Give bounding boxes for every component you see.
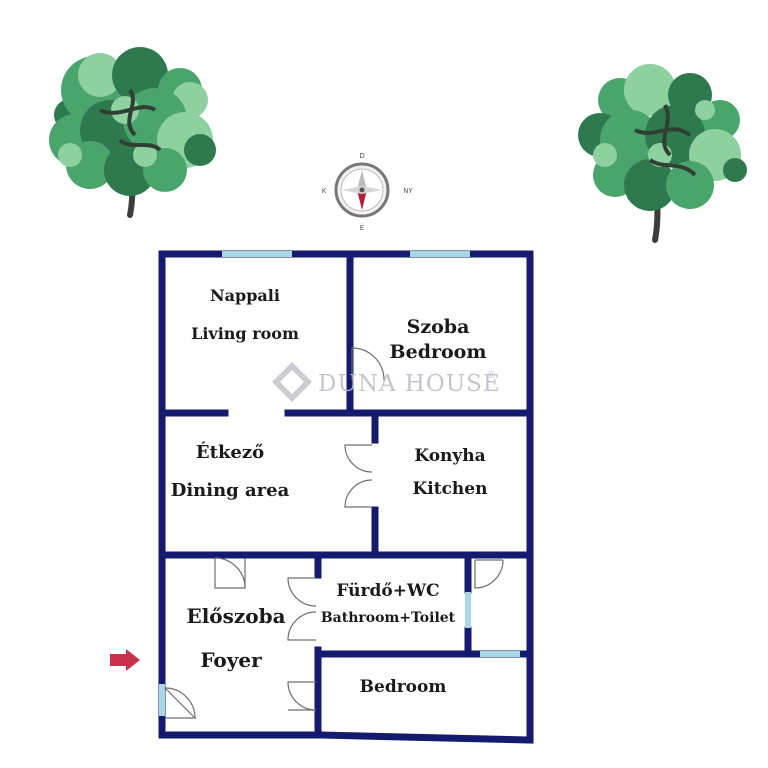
room-szoba: Szoba Bedroom: [390, 316, 487, 363]
compass-icon: D É K NY: [322, 152, 414, 232]
room-label-en: Foyer: [200, 648, 262, 672]
room-label-en: Bedroom: [390, 341, 487, 363]
room-label-hu: Előszoba: [186, 604, 285, 628]
room-label-hu: Szoba: [407, 316, 470, 338]
entrance-arrow-icon: [110, 649, 140, 671]
room-label-hu: Fürdő+WC: [336, 581, 439, 601]
room-label-en: Bedroom: [360, 677, 447, 697]
compass-label-left: K: [322, 187, 327, 195]
watermark: DUNA HOUSE ®: [272, 362, 501, 402]
room-konyha: Konyha Kitchen: [413, 446, 488, 499]
room-furdo: Fürdő+WC Bathroom+Toilet: [321, 581, 456, 626]
door-swings: [164, 347, 504, 719]
compass-label-right: NY: [403, 187, 413, 195]
tree-right-icon: [578, 64, 747, 243]
watermark-registered: ®: [487, 371, 497, 381]
windows: [159, 251, 520, 716]
compass-label-top: D: [359, 152, 364, 160]
room-label-hu: Nappali: [210, 286, 280, 305]
watermark-brand: DUNA HOUSE: [318, 371, 501, 397]
tree-left-icon: [49, 47, 216, 218]
room-bedroom2: Bedroom: [360, 677, 447, 697]
room-label-hu: Étkező: [196, 440, 264, 463]
room-label-en: Bathroom+Toilet: [321, 610, 456, 626]
room-label-hu: Konyha: [414, 446, 485, 466]
room-etkezo: Étkező Dining area: [171, 440, 290, 501]
room-label-en: Kitchen: [413, 479, 488, 499]
room-label-en: Dining area: [171, 480, 290, 501]
compass-label-bottom: É: [360, 223, 364, 232]
room-label-en: Living room: [191, 324, 299, 343]
room-eloszoba: Előszoba Foyer: [186, 604, 285, 672]
room-nappali: Nappali Living room: [191, 286, 299, 343]
